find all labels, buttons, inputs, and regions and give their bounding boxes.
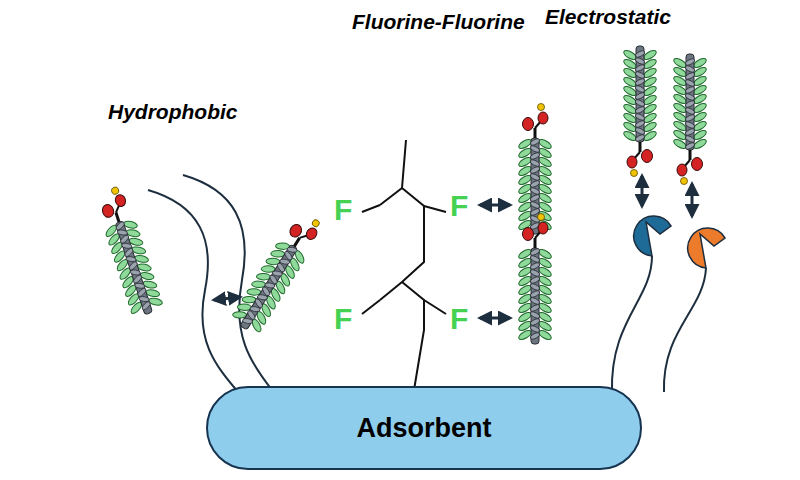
interaction-arrow bbox=[214, 176, 692, 318]
cationic-site bbox=[688, 228, 725, 268]
adsorbent-body: Adsorbent bbox=[206, 386, 642, 470]
fluorine-atom: F bbox=[334, 302, 352, 336]
mechanism-heading: Electrostatic bbox=[545, 5, 671, 29]
mechanism-heading: Hydrophobic bbox=[108, 100, 238, 124]
mechanism-heading: Fluorine-Fluorine bbox=[352, 10, 525, 34]
fluorine-atom: F bbox=[450, 189, 468, 223]
fluorinated-chain bbox=[362, 140, 446, 390]
fluorine-atom: F bbox=[450, 302, 468, 336]
cationic-site bbox=[634, 216, 671, 256]
alkyl-chain bbox=[148, 190, 238, 392]
fluorine-atom: F bbox=[334, 193, 352, 227]
node-label: Adsorbent bbox=[357, 413, 492, 444]
linker bbox=[612, 256, 652, 392]
linker bbox=[664, 268, 706, 392]
